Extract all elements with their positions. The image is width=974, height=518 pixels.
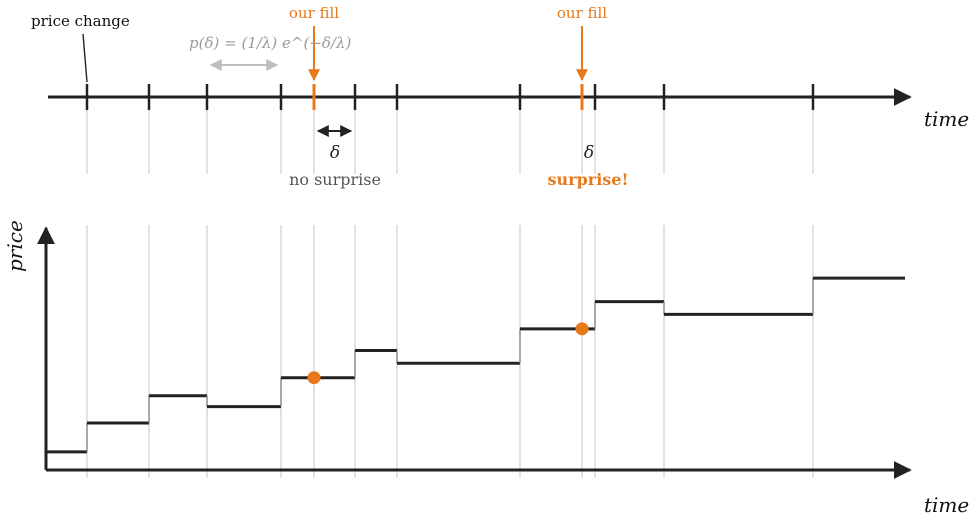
our-fill-label-1: our fill bbox=[289, 4, 339, 22]
price-axis-label: price bbox=[3, 220, 27, 272]
guide-lines bbox=[86, 104, 814, 478]
fill-price-marker bbox=[575, 322, 589, 336]
time-label-top: time bbox=[924, 107, 969, 131]
no-surprise-label: no surprise bbox=[289, 170, 381, 189]
exponential-formula: p(δ) = (1/λ) e^(−δ/λ) bbox=[189, 34, 351, 52]
price-chart bbox=[37, 226, 912, 479]
fill-ticks bbox=[312, 84, 584, 110]
price-change-label: price change bbox=[31, 12, 130, 30]
price-step-series bbox=[47, 276, 905, 454]
surprise-label: surprise! bbox=[548, 170, 629, 189]
event-timeline bbox=[48, 84, 912, 110]
our-fill-label-2: our fill bbox=[557, 4, 607, 22]
delta-label-1: δ bbox=[330, 143, 340, 163]
delta-label-2: δ bbox=[584, 143, 594, 163]
price-change-pointer bbox=[82, 33, 88, 83]
price-change-ticks bbox=[85, 84, 815, 110]
time-label-bottom: time bbox=[924, 493, 969, 517]
fill-markers bbox=[307, 322, 589, 385]
fill-price-marker bbox=[307, 371, 321, 385]
